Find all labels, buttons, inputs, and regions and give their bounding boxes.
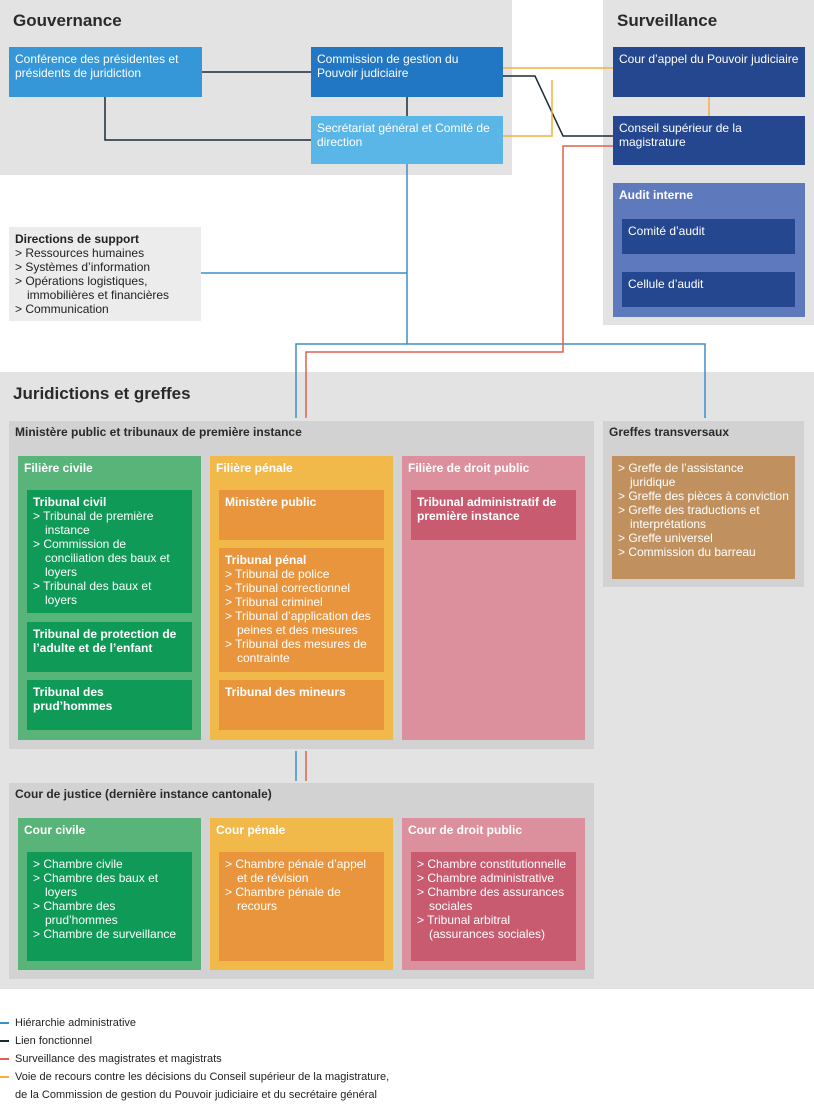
list-item: Greffe de l’assistance juridique (618, 461, 789, 489)
list-item: Chambre civile (33, 857, 186, 871)
comite-box: Comité d’audit (622, 219, 795, 254)
first-instance-title: Ministère public et tribunaux de premièr… (15, 425, 302, 439)
ministere-box: Ministère public (219, 490, 384, 540)
filiere-civile: Filière civile Tribunal civil Tribunal d… (18, 456, 201, 740)
audit-box: Audit interne Comité d’audit Cellule d’a… (613, 183, 805, 317)
cour-civile-list: Chambre civile Chambre des baux et loyer… (33, 857, 186, 941)
filiere-civile-title: Filière civile (24, 461, 93, 475)
list-item: Tribunal de première instance (33, 509, 186, 537)
legend-recours-label: Voie de recours contre les décisions du … (15, 1071, 390, 1083)
tribunal-penal-title: Tribunal pénal (225, 553, 307, 567)
list-item: Opérations logistiques, immobilières et … (15, 274, 195, 302)
cour-public-list: Chambre constitutionnelle Chambre admini… (417, 857, 570, 941)
legend-admin-swatch (0, 1022, 9, 1024)
cour-civile-box: Chambre civile Chambre des baux et loyer… (27, 852, 192, 961)
list-item: Chambre de surveillance (33, 927, 186, 941)
legend-recours: Voie de recours contre les décisions du … (0, 1068, 814, 1104)
list-item: Tribunal d’application des peines et des… (225, 609, 378, 637)
list-item: Greffe des pièces à conviction (618, 489, 789, 503)
audit-title: Audit interne (619, 188, 693, 202)
legend-recours-swatch (0, 1076, 9, 1078)
list-item: Tribunal des baux et loyers (33, 579, 186, 607)
secretariat-box: Secrétariat général et Comité de directi… (311, 116, 503, 164)
cour-public: Cour de droit public Chambre constitutio… (402, 818, 585, 970)
greffes-title: Greffes transversaux (609, 425, 730, 439)
list-item: Tribunal de police (225, 567, 378, 581)
list-item: Commission du barreau (618, 545, 789, 559)
list-item: Chambre pénale d’appel et de révision (225, 857, 378, 885)
list-item: Chambre des baux et loyers (33, 871, 186, 899)
list-item: Tribunal correctionnel (225, 581, 378, 595)
cour-penale-list: Chambre pénale d’appel et de révision Ch… (225, 857, 378, 913)
conseil-box: Conseil supérieur de la magistrature (613, 116, 805, 165)
list-item: Chambre constitutionnelle (417, 857, 570, 871)
filiere-penale: Filière pénale Ministère public Tribunal… (210, 456, 393, 740)
cour-civile-title: Cour civile (24, 823, 86, 837)
list-item: Chambre des assurances sociales (417, 885, 570, 913)
legend-surveillance-swatch (0, 1058, 9, 1060)
greffes-box: Greffe de l’assistance juridique Greffe … (612, 456, 795, 579)
list-item: Communication (15, 302, 195, 316)
cour-title: Cour de justice (dernière instance canto… (15, 787, 272, 801)
tribunal-admin-box: Tribunal administratif de première insta… (411, 490, 576, 540)
list-item: Commission de conciliation des baux et l… (33, 537, 186, 579)
list-item: Chambre administrative (417, 871, 570, 885)
filiere-public: Filière de droit public Tribunal adminis… (402, 456, 585, 740)
list-item: Tribunal criminel (225, 595, 378, 609)
legend-functional-swatch (0, 1040, 9, 1042)
cour-appel-box: Cour d’appel du Pouvoir judiciaire (613, 47, 805, 97)
cour-public-title: Cour de droit public (408, 823, 522, 837)
prudhommes-box: Tribunal des prud’hommes (27, 680, 192, 730)
protection-box: Tribunal de protection de l’adulte et de… (27, 622, 192, 672)
legend: Hiérarchie administrative Lien fonctionn… (0, 1014, 814, 1104)
tribunal-civil-title: Tribunal civil (33, 495, 107, 509)
legend-functional-label: Lien fonctionnel (15, 1035, 93, 1047)
tribunal-penal-box: Tribunal pénal Tribunal de police Tribun… (219, 548, 384, 672)
cour-penale-title: Cour pénale (216, 823, 286, 837)
tribunal-civil-list: Tribunal de première instance Commission… (33, 509, 186, 607)
list-item: Greffe des traductions et interprétation… (618, 503, 789, 531)
legend-surveillance-label: Surveillance des magistrates et magistra… (15, 1053, 222, 1065)
support-box: Directions de support Ressources humaine… (9, 227, 201, 321)
list-item: Greffe universel (618, 531, 789, 545)
cour-penale-box: Chambre pénale d’appel et de révision Ch… (219, 852, 384, 961)
commission-box: Commission de gestion du Pouvoir judicia… (311, 47, 503, 97)
list-item: Tribunal arbitral (assurances sociales) (417, 913, 570, 941)
juridictions-title: Juridictions et greffes (13, 384, 191, 403)
legend-admin: Hiérarchie administrative (0, 1014, 814, 1032)
list-item: Systèmes d’information (15, 260, 195, 274)
tribunal-civil-box: Tribunal civil Tribunal de première inst… (27, 490, 192, 613)
list-item: Chambre pénale de recours (225, 885, 378, 913)
cellule-box: Cellule d’audit (622, 272, 795, 307)
conference-box: Conférence des présidentes et présidents… (9, 47, 202, 97)
legend-recours-label-2: de la Commission de gestion du Pouvoir j… (15, 1089, 377, 1101)
legend-functional: Lien fonctionnel (0, 1032, 814, 1050)
greffes-list: Greffe de l’assistance juridique Greffe … (618, 461, 789, 559)
legend-admin-label: Hiérarchie administrative (15, 1017, 137, 1029)
cour-penale: Cour pénale Chambre pénale d’appel et de… (210, 818, 393, 970)
mineurs-box: Tribunal des mineurs (219, 680, 384, 730)
governance-title: Gouvernance (13, 11, 122, 30)
legend-surveillance: Surveillance des magistrates et magistra… (0, 1050, 814, 1068)
list-item: Chambre des prud’hommes (33, 899, 186, 927)
surveillance-title: Surveillance (617, 11, 718, 30)
cour-civile: Cour civile Chambre civile Chambre des b… (18, 818, 201, 970)
list-item: Tribunal des mesures de contrainte (225, 637, 378, 665)
tribunal-penal-list: Tribunal de police Tribunal correctionne… (225, 567, 378, 665)
support-title: Directions de support (15, 232, 140, 246)
cour-public-box: Chambre constitutionnelle Chambre admini… (411, 852, 576, 961)
support-list: Ressources humaines Systèmes d’informati… (15, 246, 195, 316)
list-item: Ressources humaines (15, 246, 195, 260)
filiere-penale-title: Filière pénale (216, 461, 293, 475)
filiere-public-title: Filière de droit public (408, 461, 530, 475)
